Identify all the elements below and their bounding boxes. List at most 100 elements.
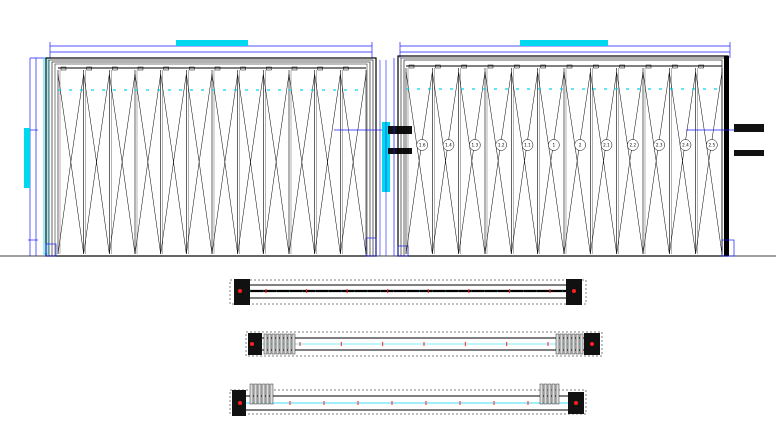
panel-tag: 2 <box>574 139 586 151</box>
left-panel <box>314 66 341 255</box>
panel-tag-label: 1.6 <box>419 143 426 148</box>
panel-tag-label: 2.4 <box>682 143 689 148</box>
panel-tag-circle <box>679 139 692 151</box>
panel-tag: 1.1 <box>521 139 534 151</box>
plan3-hinge-marks <box>289 401 529 405</box>
right-roller <box>487 64 494 69</box>
stacked-leaf <box>571 333 576 355</box>
callout-tag-lower <box>388 148 412 154</box>
panel-tag: 1.6 <box>416 139 428 151</box>
left-roller <box>137 66 144 71</box>
left-panel <box>288 66 315 255</box>
right-roller <box>540 64 546 69</box>
panel-tag: 2.1 <box>600 139 613 151</box>
stacked-leaf <box>283 333 288 355</box>
stacked-leaf <box>575 333 580 355</box>
panel-tag-circle <box>574 139 586 151</box>
panel-tag: 2.5 <box>706 139 718 151</box>
stacked-leaf <box>539 383 544 405</box>
plan2-left-stack <box>263 333 296 355</box>
panel-tag-circle <box>442 139 455 151</box>
stacked-leaf <box>257 383 262 405</box>
left-panel <box>186 66 213 255</box>
left-panels <box>57 66 367 255</box>
panel-tag: 1 <box>548 139 560 151</box>
panel-tag: 1.3 <box>469 139 481 151</box>
plan-view-stacked-left <box>229 383 587 416</box>
left-roller <box>266 66 272 71</box>
right-panel <box>590 64 617 255</box>
panel-tag-label: 1.4 <box>445 143 452 148</box>
stacked-leaf <box>547 383 552 405</box>
right-roller <box>461 64 467 69</box>
panel-tag-circle <box>627 139 639 151</box>
stacked-leaf <box>253 383 258 405</box>
right-roller <box>514 64 520 69</box>
panel-tag-circle <box>600 139 613 151</box>
left-panel <box>263 66 290 255</box>
right-roller <box>408 64 415 69</box>
right-width-label <box>520 40 608 46</box>
stacked-leaf <box>551 383 556 405</box>
panel-tag: 1.4 <box>442 139 455 151</box>
panel-tag-label: 2 <box>579 143 582 148</box>
left-panel <box>340 66 367 255</box>
panel-tag-label: 2.5 <box>708 143 715 148</box>
left-width-label <box>176 40 248 46</box>
panel-tag-label: 2.2 <box>629 143 636 148</box>
plan2-left-jamb <box>248 333 262 355</box>
left-panel <box>237 66 264 255</box>
plan2-hinge-marks <box>299 342 549 346</box>
stacked-leaf <box>275 333 280 355</box>
right-roller <box>619 64 625 69</box>
stacked-leaf <box>279 333 284 355</box>
panel-tag-label: 1.3 <box>471 143 478 148</box>
panel-tag-circle <box>548 139 560 151</box>
right-callout-tag-upper <box>734 124 764 132</box>
left-roller <box>60 66 67 71</box>
left-roller <box>189 66 195 71</box>
right-roller <box>435 64 441 69</box>
left-roller <box>214 66 221 71</box>
left-roller <box>317 66 323 71</box>
panel-tag-circle <box>416 139 428 151</box>
stacked-leaf <box>559 333 564 355</box>
stacked-leaf <box>567 333 572 355</box>
left-panel <box>109 66 136 255</box>
panel-tag-label: 2.1 <box>603 143 610 148</box>
left-panel <box>83 66 110 255</box>
panel-tag: 2.4 <box>679 139 692 151</box>
right-roller <box>566 64 573 69</box>
stacked-leaf <box>269 383 274 405</box>
right-roller <box>698 64 704 69</box>
plan1-left-jamb <box>234 279 250 305</box>
plan1-hinge-marks <box>265 289 551 293</box>
right-roller <box>645 64 652 69</box>
right-panel <box>405 64 433 255</box>
stacked-leaf <box>267 333 272 355</box>
panel-tag: 2.2 <box>627 139 639 151</box>
panel-tag: 2.3 <box>653 139 665 151</box>
stacked-leaf <box>555 383 560 405</box>
stacked-leaf <box>271 333 276 355</box>
right-panel <box>511 64 538 255</box>
left-sill-detail <box>45 243 57 257</box>
left-panel <box>134 66 161 255</box>
right-panel <box>537 64 565 255</box>
right-jamb-post <box>724 56 729 256</box>
left-roller <box>163 66 169 71</box>
panel-tag-circle <box>653 139 665 151</box>
left-panel <box>57 66 84 255</box>
panel-tag-circle <box>706 139 718 151</box>
right-panel <box>458 64 486 255</box>
left-height-label <box>24 128 30 188</box>
left-door-frame <box>45 57 377 257</box>
right-roller <box>672 64 678 69</box>
left-roller <box>343 66 349 71</box>
panel-tag-circle <box>521 139 534 151</box>
left-panel <box>211 66 238 255</box>
right-roller <box>593 64 599 69</box>
